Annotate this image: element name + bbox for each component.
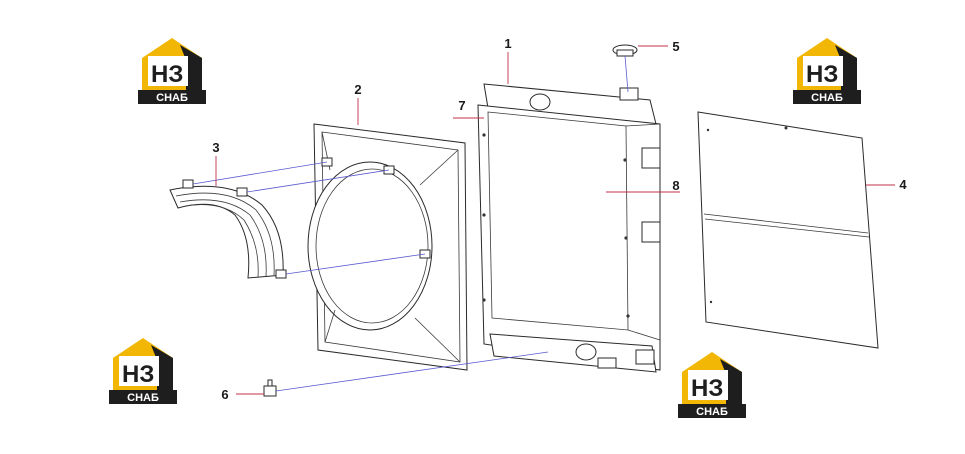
logo-bottom-right: НЗ СНАБ: [678, 352, 746, 418]
callout-4: 4: [899, 177, 907, 192]
radiator-assembly: [477, 83, 661, 373]
logo-bottom-left: НЗ СНАБ: [109, 338, 177, 404]
callout-labels: 1 2 3 4 5 6 7 8: [212, 36, 907, 402]
logo-top-left: НЗ СНАБ: [138, 38, 206, 104]
callout-3: 3: [212, 140, 219, 155]
logo-mark: НЗ: [806, 61, 838, 88]
side-cover-panel: [697, 111, 879, 349]
drain-valve: [263, 379, 277, 397]
callout-2: 2: [354, 82, 361, 97]
logo-mark: НЗ: [122, 361, 154, 388]
logo-caption: СНАБ: [696, 406, 728, 418]
assembly-lines: [192, 55, 629, 392]
logo-mark: НЗ: [151, 61, 183, 88]
leader-lines: [215, 45, 895, 395]
callout-7: 7: [458, 98, 465, 113]
logo-mark: НЗ: [691, 375, 723, 402]
fan-guard-segment: [169, 179, 287, 279]
fan-shroud: [307, 123, 468, 371]
logo-caption: СНАБ: [811, 92, 843, 104]
callout-5: 5: [672, 39, 679, 54]
logo-caption: СНАБ: [156, 92, 188, 104]
logo-top-right: НЗ СНАБ: [793, 38, 861, 104]
logo-caption: СНАБ: [127, 392, 159, 404]
callout-6: 6: [221, 387, 228, 402]
callout-8: 8: [672, 178, 679, 193]
radiator-cap: [612, 44, 638, 57]
callout-1: 1: [504, 36, 511, 51]
